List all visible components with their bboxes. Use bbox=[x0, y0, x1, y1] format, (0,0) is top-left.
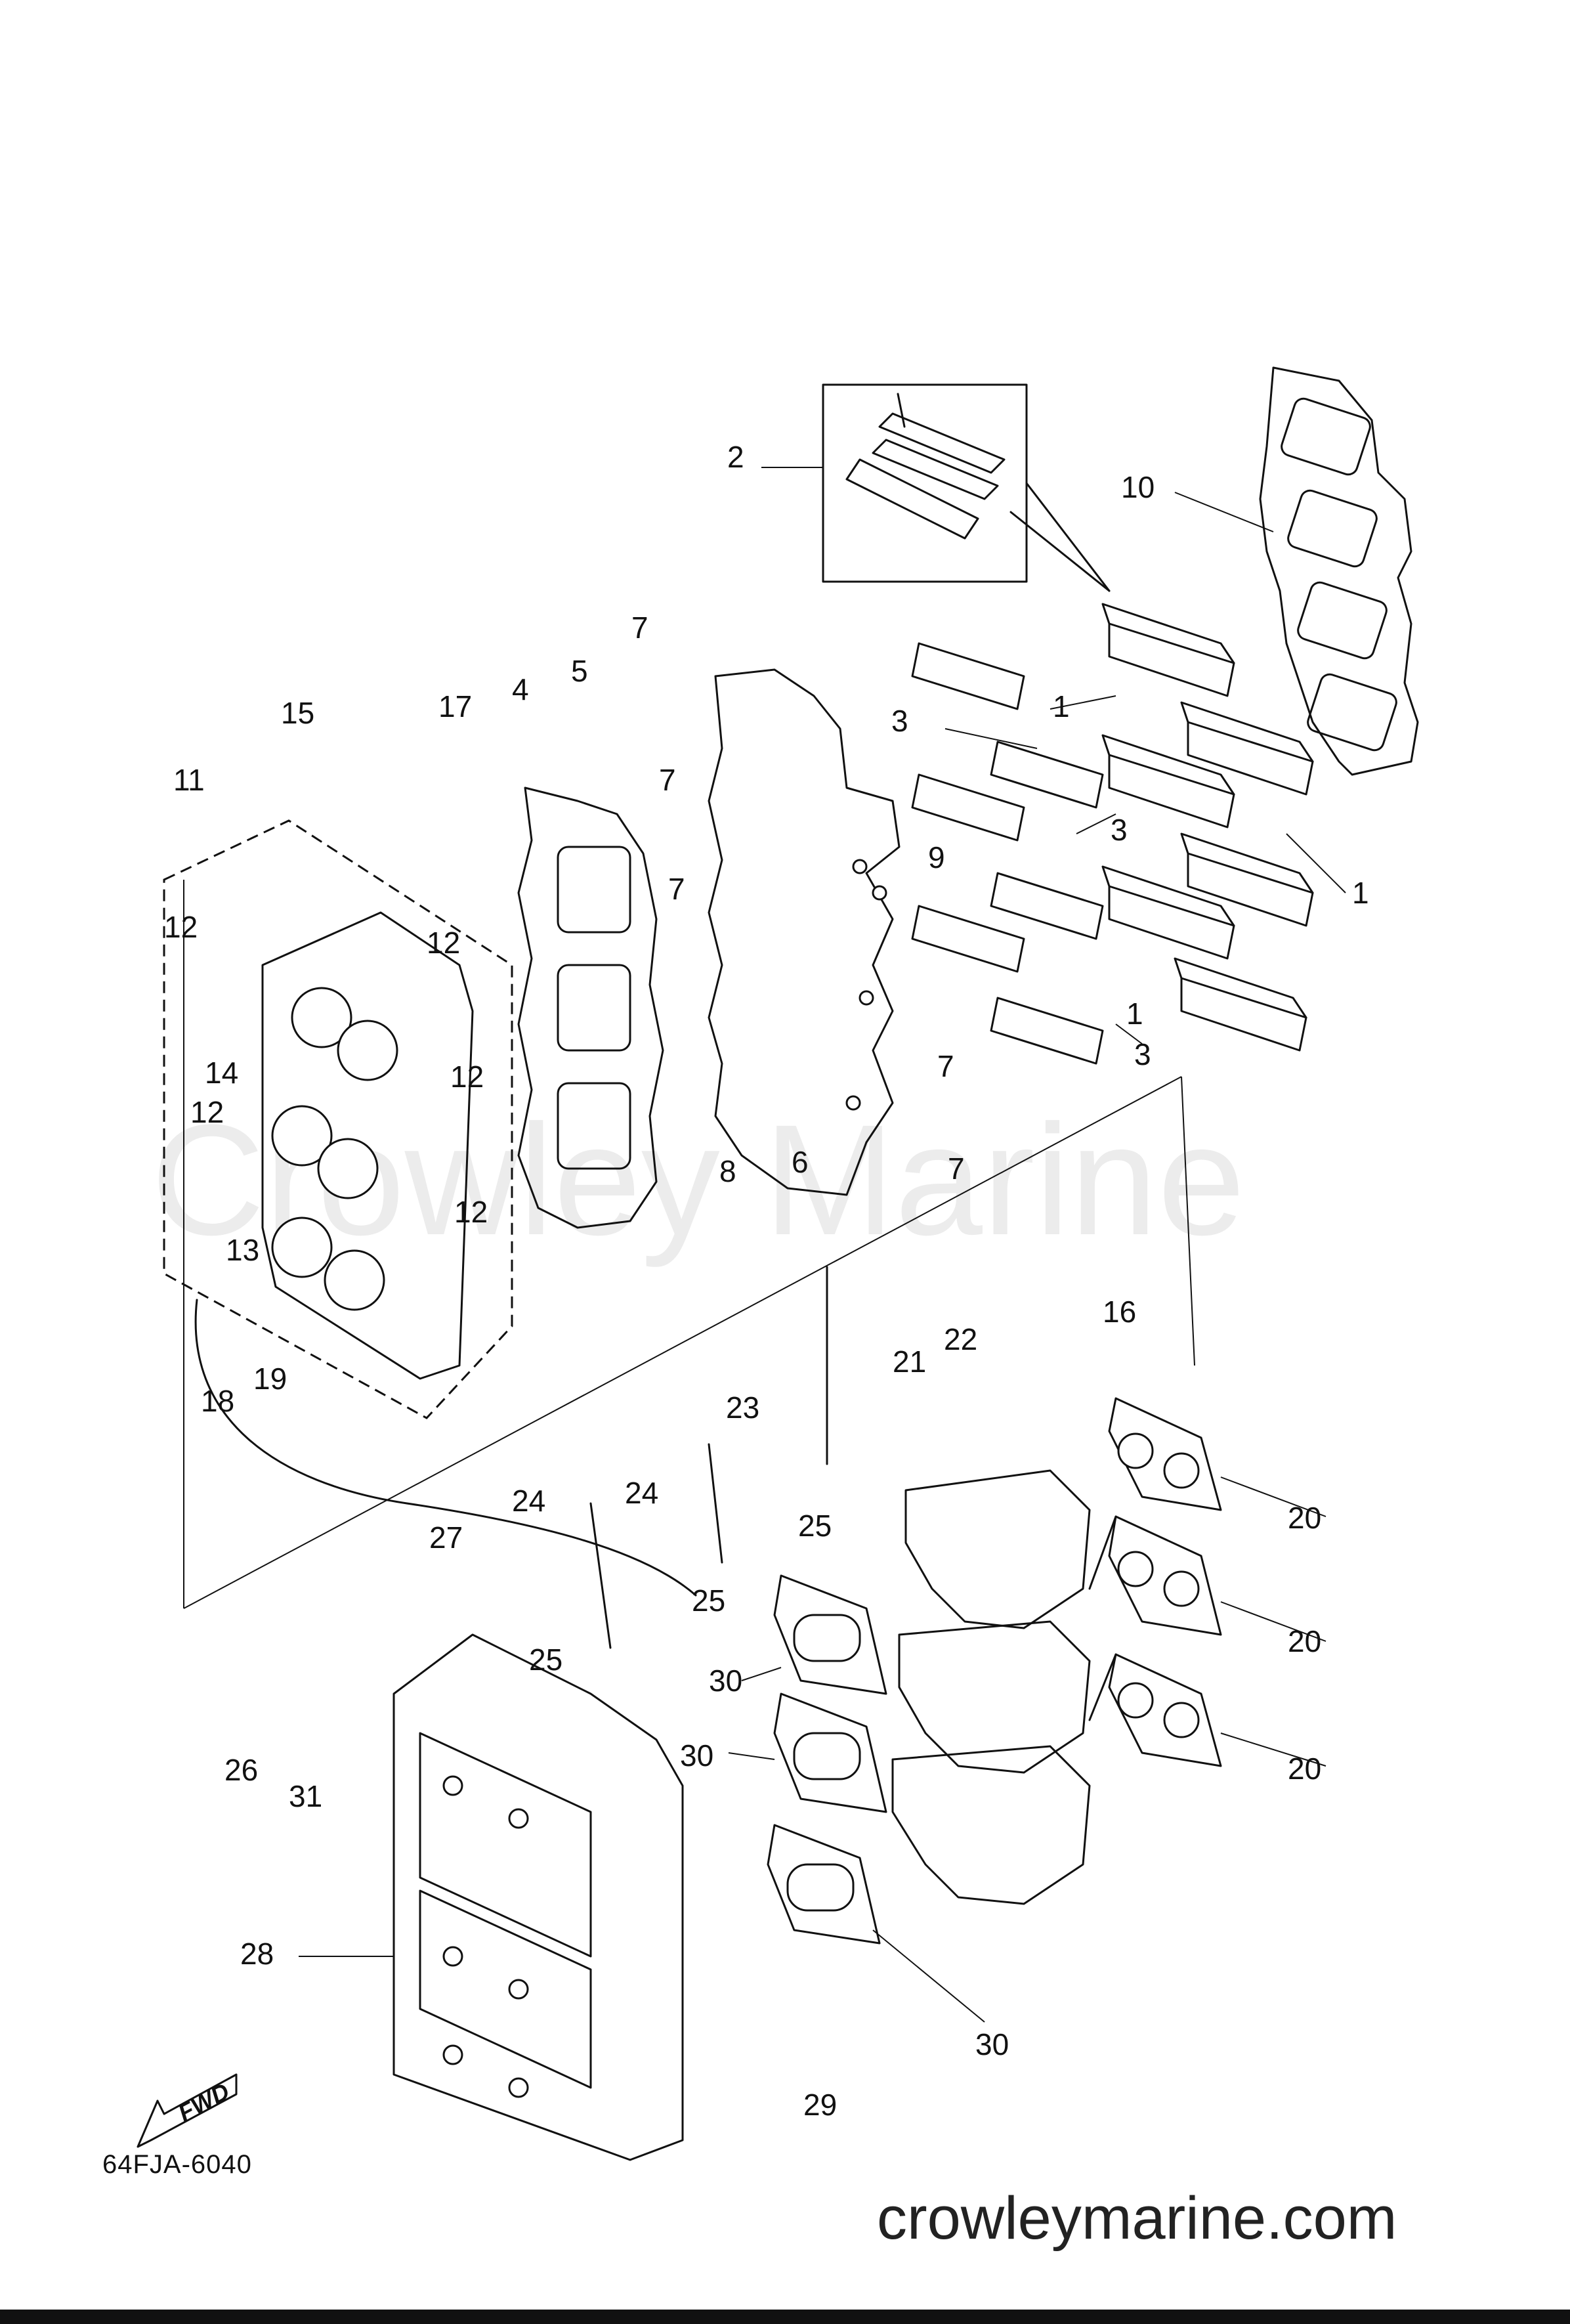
fwd-label: FWD bbox=[174, 2077, 234, 2126]
callout-22: 22 bbox=[944, 1322, 977, 1356]
callout-16: 16 bbox=[1103, 1295, 1136, 1329]
callout-23: 23 bbox=[726, 1390, 759, 1425]
callout-13: 13 bbox=[226, 1233, 259, 1267]
callouts: 1 1 1 2 3 3 3 4 5 6 7 7 7 7 7 8 9 10 11 … bbox=[164, 440, 1369, 2122]
reed-valves-group bbox=[1101, 603, 1314, 1052]
callout-7: 7 bbox=[631, 611, 648, 645]
callout-7: 7 bbox=[937, 1049, 954, 1083]
callout-7: 7 bbox=[948, 1151, 965, 1186]
callout-1: 1 bbox=[1053, 689, 1070, 723]
fwd-arrow-icon: FWD bbox=[137, 2073, 238, 2148]
part-11-manifold bbox=[163, 819, 513, 1419]
callout-19: 19 bbox=[253, 1362, 287, 1396]
callout-27: 27 bbox=[429, 1520, 463, 1555]
callout-15: 15 bbox=[281, 696, 314, 730]
website-text: crowleymarine.com bbox=[877, 2185, 1397, 2252]
callout-29: 29 bbox=[803, 2088, 837, 2122]
callout-14: 14 bbox=[205, 1056, 238, 1090]
callout-12: 12 bbox=[427, 926, 460, 960]
callout-1: 1 bbox=[1352, 876, 1369, 910]
callout-30: 30 bbox=[680, 1738, 713, 1773]
callout-20: 20 bbox=[1288, 1752, 1321, 1786]
callout-8: 8 bbox=[719, 1154, 736, 1188]
callout-3: 3 bbox=[891, 704, 908, 738]
callout-1: 1 bbox=[1126, 997, 1143, 1031]
callout-7: 7 bbox=[659, 763, 676, 797]
part-2-inset bbox=[822, 383, 1111, 592]
callout-28: 28 bbox=[240, 1937, 274, 1971]
callout-3: 3 bbox=[1111, 813, 1128, 847]
callout-12: 12 bbox=[454, 1195, 488, 1229]
callout-24: 24 bbox=[625, 1476, 658, 1510]
callout-20: 20 bbox=[1288, 1624, 1321, 1658]
callout-30: 30 bbox=[709, 1664, 742, 1698]
callout-12: 12 bbox=[450, 1060, 484, 1094]
callout-21: 21 bbox=[893, 1345, 926, 1379]
callout-3: 3 bbox=[1134, 1037, 1151, 1071]
part-10-gasket bbox=[1259, 366, 1419, 776]
callout-5: 5 bbox=[571, 654, 588, 688]
reed-plates-group bbox=[911, 642, 1104, 1065]
part-6-housing bbox=[708, 668, 901, 1196]
linkage-hoses bbox=[183, 880, 1195, 1649]
carburetor-group bbox=[891, 1469, 1117, 1905]
part-30-gaskets bbox=[767, 1574, 887, 1945]
leader-lines bbox=[299, 467, 1346, 2023]
callout-10: 10 bbox=[1121, 470, 1155, 504]
callout-7: 7 bbox=[668, 872, 685, 906]
callout-17: 17 bbox=[438, 689, 472, 723]
callout-4: 4 bbox=[512, 672, 529, 706]
part-28-silencer bbox=[392, 1633, 684, 2161]
callout-20: 20 bbox=[1288, 1501, 1321, 1535]
callout-30: 30 bbox=[975, 2027, 1009, 2061]
callout-26: 26 bbox=[224, 1753, 258, 1787]
callout-31: 31 bbox=[289, 1779, 322, 1813]
callout-18: 18 bbox=[201, 1384, 234, 1418]
callout-2: 2 bbox=[727, 440, 744, 474]
part-code: 64FJA-6040 bbox=[102, 2150, 252, 2179]
callout-11: 11 bbox=[173, 763, 205, 797]
callout-24: 24 bbox=[512, 1484, 545, 1518]
callout-25: 25 bbox=[529, 1643, 562, 1677]
callout-12: 12 bbox=[164, 910, 198, 944]
callout-9: 9 bbox=[928, 840, 945, 874]
part-17-gasket bbox=[517, 786, 664, 1229]
part-20-gaskets bbox=[1108, 1397, 1222, 1767]
callout-25: 25 bbox=[692, 1583, 725, 1618]
callout-25: 25 bbox=[798, 1509, 832, 1543]
callout-12: 12 bbox=[190, 1095, 224, 1129]
callout-6: 6 bbox=[792, 1145, 809, 1179]
bottom-border bbox=[0, 2310, 1570, 2324]
